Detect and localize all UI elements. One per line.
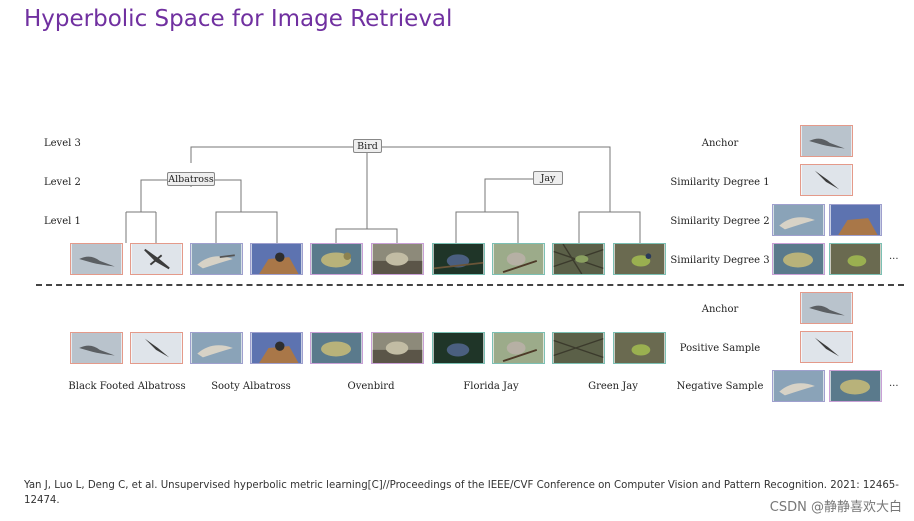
negative-sample-image [772,370,825,402]
level-1-label: Level 1 [44,216,81,227]
similarity-1-image [800,164,853,196]
level-3-label: Level 3 [44,138,81,149]
tree-node-albatross: Albatross [167,172,215,186]
similarity-2-image [829,204,882,236]
bird-image [492,332,545,364]
bird-image [492,243,545,275]
bird-image [130,332,183,364]
bird-image [190,332,243,364]
bird-image [613,243,666,275]
ellipsis: ··· [889,254,899,265]
species-label: Green Jay [588,381,638,392]
bird-image [310,332,363,364]
positive-sample-label: Positive Sample [679,343,761,354]
similarity-degree-1-label: Similarity Degree 1 [670,177,770,188]
similarity-3-image [829,243,882,275]
bird-image [432,243,485,275]
bird-image [130,243,183,275]
bird-image [552,332,605,364]
watermark: CSDN @静静喜欢大白 [769,500,902,515]
tree-node-bird: Bird [353,139,382,153]
negative-sample-image [829,370,882,402]
anchor-label: Anchor [701,138,739,149]
similarity-degree-2-label: Similarity Degree 2 [670,216,770,227]
similarity-degree-3-label: Similarity Degree 3 [670,255,770,266]
bird-image [70,243,123,275]
bird-image [190,243,243,275]
ellipsis: ··· [889,381,899,392]
positive-sample-image [800,331,853,363]
bird-image [613,332,666,364]
slide-title: Hyperbolic Space for Image Retrieval [24,6,453,32]
bird-image [432,332,485,364]
tree-node-jay: Jay [533,171,563,185]
species-label: Florida Jay [463,381,519,392]
anchor-image [800,125,853,157]
bird-image [250,243,303,275]
similarity-3-image [772,243,825,275]
bird-image [552,243,605,275]
bird-image [371,243,424,275]
anchor-image [800,292,853,324]
bird-image [70,332,123,364]
negative-sample-label: Negative Sample [676,381,764,392]
species-label: Black Footed Albatross [68,381,186,392]
bird-image [250,332,303,364]
species-label: Sooty Albatross [211,381,291,392]
bird-image [371,332,424,364]
bird-image [310,243,363,275]
species-label: Ovenbird [347,381,395,392]
section-divider [36,284,904,286]
similarity-2-image [772,204,825,236]
level-2-label: Level 2 [44,177,81,188]
anchor-label: Anchor [701,304,739,315]
citation: Yan J, Luo L, Deng C, et al. Unsupervise… [24,480,899,506]
